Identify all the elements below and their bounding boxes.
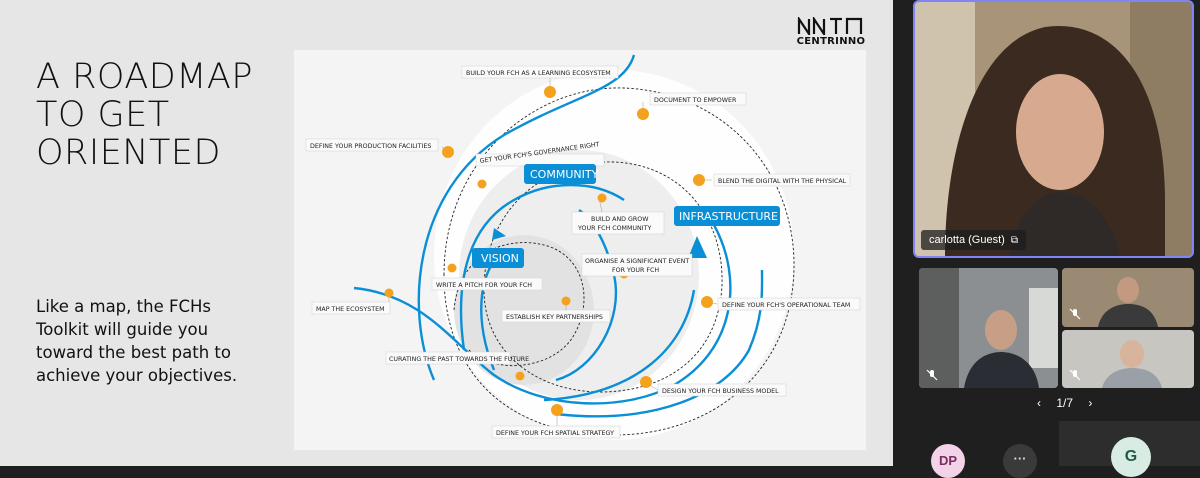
label-significant-event-line1: ORGANISE A SIGNIFICANT EVENT xyxy=(585,258,689,265)
label-operational-team: DEFINE YOUR FCH'S OPERATIONAL TEAM xyxy=(722,302,850,309)
centrinno-logo: CENTRINNO xyxy=(795,17,867,47)
screen-share-icon: ⧉ xyxy=(1010,235,1018,246)
label-grow-community-line2: YOUR FCH COMMUNITY xyxy=(577,225,651,232)
milestone-dot xyxy=(477,179,487,189)
pager-prev-button[interactable]: ‹ xyxy=(1037,396,1041,410)
milestone-dot xyxy=(384,288,394,298)
participant-video-tile[interactable] xyxy=(1062,330,1194,388)
participant-video-frame xyxy=(915,2,1192,256)
milestone-dot xyxy=(701,296,713,308)
milestone-dot xyxy=(515,371,525,381)
participant-video-frame xyxy=(1062,268,1194,327)
infrastructure-arrow-icon xyxy=(688,236,707,258)
label-grow-community-line1: BUILD AND GROW xyxy=(591,216,649,223)
mic-off-icon xyxy=(926,369,938,381)
pager-next-button[interactable]: › xyxy=(1088,396,1093,410)
participant-pager: ‹ 1/7 › xyxy=(1031,396,1098,410)
milestone-dot xyxy=(637,108,649,120)
meeting-participants-panel: carlotta (Guest) ⧉ xyxy=(893,0,1200,478)
blue-spiral-infrastructure xyxy=(555,269,764,418)
mic-off-icon xyxy=(1069,308,1081,320)
community-pill-label: COMMUNITY xyxy=(530,168,599,181)
participant-video-frame xyxy=(919,268,1058,388)
mic-off-icon xyxy=(1069,369,1081,381)
main-participant-video[interactable]: carlotta (Guest) ⧉ xyxy=(913,0,1194,258)
more-participants-button[interactable]: ··· xyxy=(1003,444,1037,478)
label-key-partnerships: ESTABLISH KEY PARTNERSHIPS xyxy=(506,314,603,321)
participant-name-tag: carlotta (Guest) ⧉ xyxy=(921,230,1026,250)
participant-video-tile[interactable] xyxy=(919,268,1058,388)
label-document-to-empower: DOCUMENT TO EMPOWER xyxy=(654,97,737,104)
slide-title: A ROADMAP TO GET ORIENTED xyxy=(36,57,253,173)
participant-name: carlotta (Guest) xyxy=(929,234,1005,246)
slide-body-text: Like a map, the FCHs Toolkit will guide … xyxy=(36,297,238,385)
milestone-dot xyxy=(640,376,652,388)
participant-avatar-g[interactable]: G xyxy=(1111,437,1151,477)
blue-spiral-community xyxy=(459,183,625,351)
outer-dashed-orbit xyxy=(443,87,795,436)
blue-spiral-outer-top xyxy=(417,54,636,381)
roadmap-diagram: BUILD YOUR FCH AS A LEARNING ECOSYSTEM D… xyxy=(294,50,866,450)
label-learning-ecosystem: BUILD YOUR FCH AS A LEARNING ECOSYSTEM xyxy=(466,70,611,77)
logo-wordmark: CENTRINNO xyxy=(796,36,866,47)
label-curating-past: CURATING THE PAST TOWARDS THE FUTURE xyxy=(389,356,529,363)
vision-pill xyxy=(472,248,524,268)
label-significant-event-line2: FOR YOUR FCH xyxy=(612,267,659,274)
infrastructure-pill-label: INFRASTRUCTURE xyxy=(679,210,778,223)
blue-spiral-vision xyxy=(353,224,732,405)
label-write-pitch: WRITE A PITCH FOR YOUR FCH xyxy=(436,282,532,289)
participant-video-tile[interactable] xyxy=(1062,268,1194,327)
centrinno-logo-mark-icon xyxy=(797,17,863,35)
milestone-dot xyxy=(597,193,607,203)
label-production-facilities: DEFINE YOUR PRODUCTION FACILITIES xyxy=(310,143,431,150)
milestone-dot xyxy=(551,404,563,416)
participant-avatar-dp[interactable]: DP xyxy=(931,444,965,478)
presentation-slide: A ROADMAP TO GET ORIENTED Like a map, th… xyxy=(0,0,893,466)
milestone-dot xyxy=(447,263,457,273)
infrastructure-pill xyxy=(674,206,780,226)
pager-current-page: 1/7 xyxy=(1056,396,1074,410)
vision-pill-label: VISION xyxy=(481,252,519,265)
label-blend-digital: BLEND THE DIGITAL WITH THE PHYSICAL xyxy=(718,178,847,185)
label-spatial-strategy: DEFINE YOUR FCH SPATIAL STRATEGY xyxy=(496,430,614,437)
milestone-dot xyxy=(561,296,571,306)
vision-arrow-icon xyxy=(492,228,506,240)
roadmap-diagram-svg: BUILD YOUR FCH AS A LEARNING ECOSYSTEM D… xyxy=(305,54,861,440)
community-pill xyxy=(524,164,596,184)
milestone-dot xyxy=(544,86,556,98)
label-business-model: DESIGN YOUR FCH BUSINESS MODEL xyxy=(662,388,779,395)
milestone-dot xyxy=(442,146,454,158)
label-map-ecosystem: MAP THE ECOSYSTEM xyxy=(316,306,385,313)
participant-video-frame xyxy=(1062,330,1194,388)
milestone-dot xyxy=(693,174,705,186)
blue-spiral-mid xyxy=(543,289,696,402)
